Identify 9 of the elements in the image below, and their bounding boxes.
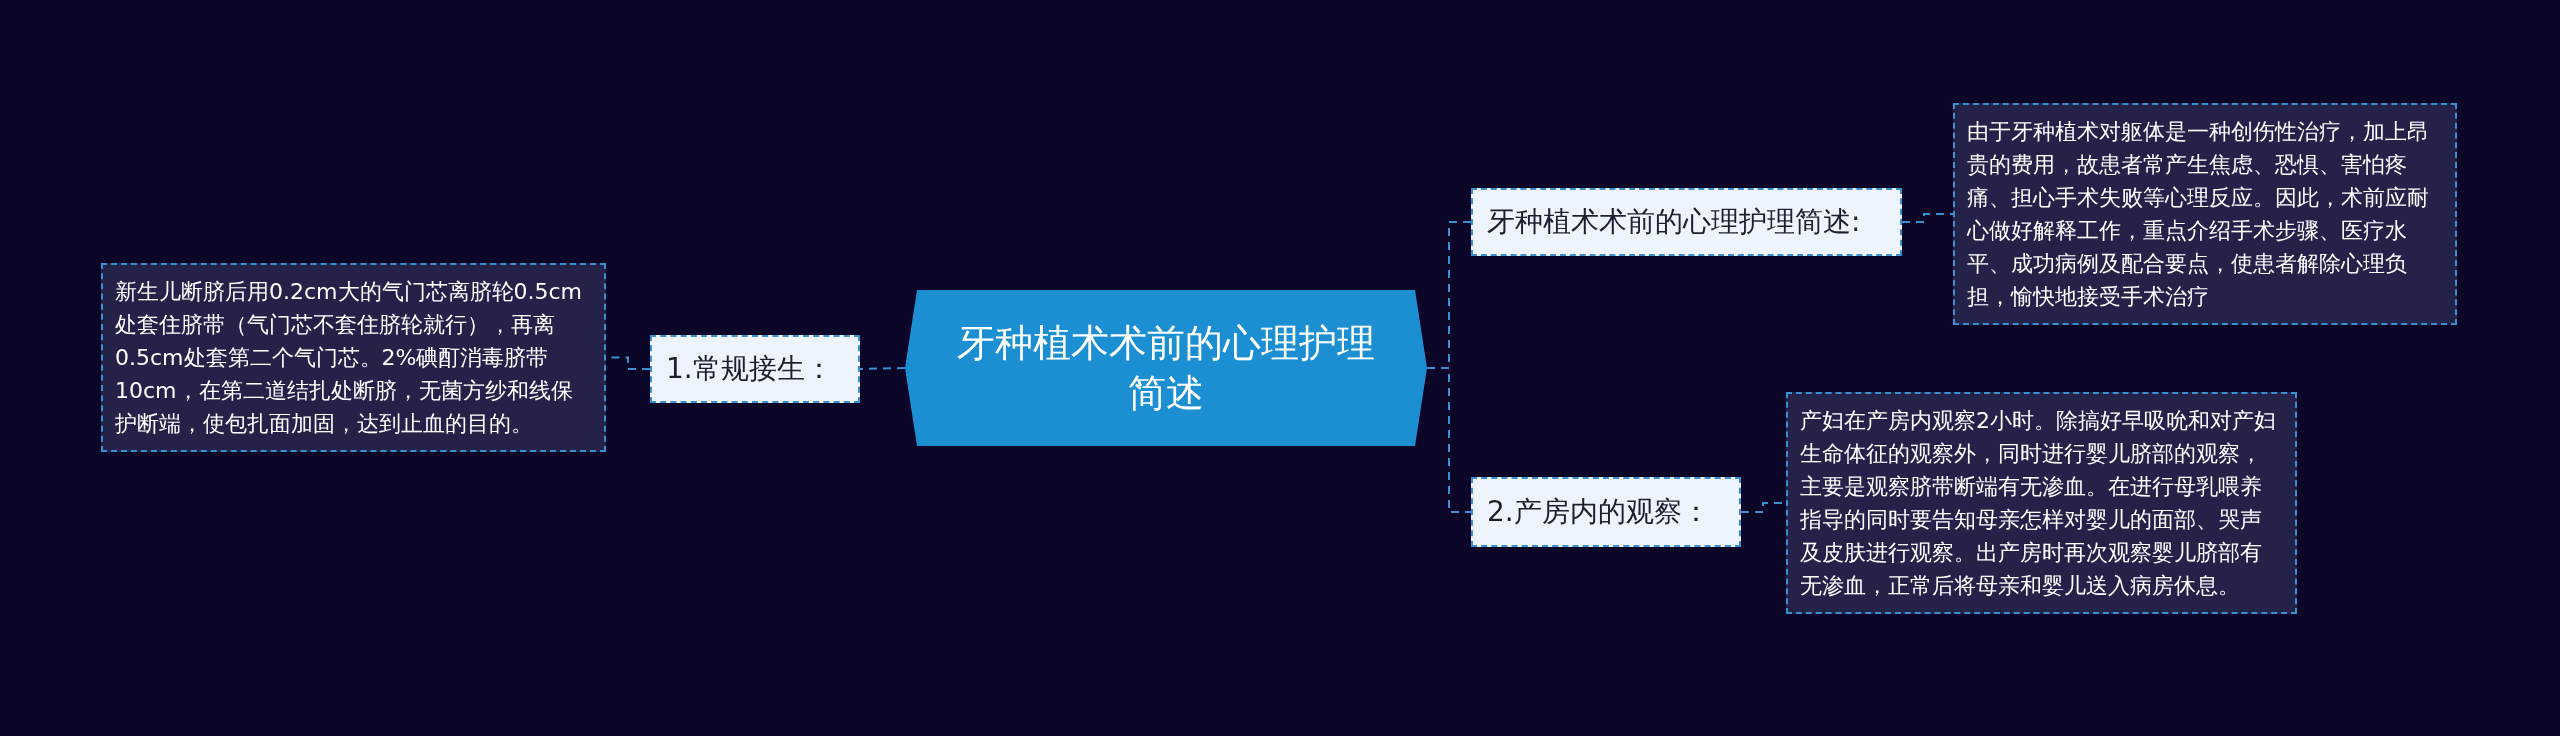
branch-box: 1.常规接生：	[650, 335, 860, 403]
branch-box: 2.产房内的观察：	[1471, 477, 1741, 547]
note-box: 产妇在产房内观察2小时。除搞好早吸吮和对产妇生命体征的观察外，同时进行婴儿脐部的观察，主要是观察脐带断端有无渗血。在进行母乳喂养指导的同时要告知母亲怎样对婴儿的面部、哭声及皮肤进行观察。出产房时再次观察婴儿脐部有无渗血，正常后将母亲和婴儿送入病房休息。	[1786, 392, 2297, 614]
branch-box: 牙种植术术前的心理护理简述:	[1471, 188, 1902, 256]
connector-line	[1426, 367, 1472, 513]
note-box: 由于牙种植术对躯体是一种创伤性治疗，加上昂贵的费用，故患者常产生焦虑、恐惧、害怕疼痛、担心手术失败等心理反应。因此，术前应耐心做好解释工作，重点介绍手术步骤、医疗水平、成功病例及配合要点，使患者解除心理负担，愉快地接受手术治疗	[1953, 103, 2457, 325]
connector-line	[859, 367, 906, 370]
note-box: 新生儿断脐后用0.2cm大的气门芯离脐轮0.5cm处套住脐带（气门芯不套住脐轮就行），再离0.5cm处套第二个气门芯。2%碘酊消毒脐带10cm，在第二道结扎处断脐，无菌方纱和线保护断端，使包扎面加固，达到止血的目的。	[101, 263, 606, 452]
connector-line	[1901, 213, 1954, 223]
